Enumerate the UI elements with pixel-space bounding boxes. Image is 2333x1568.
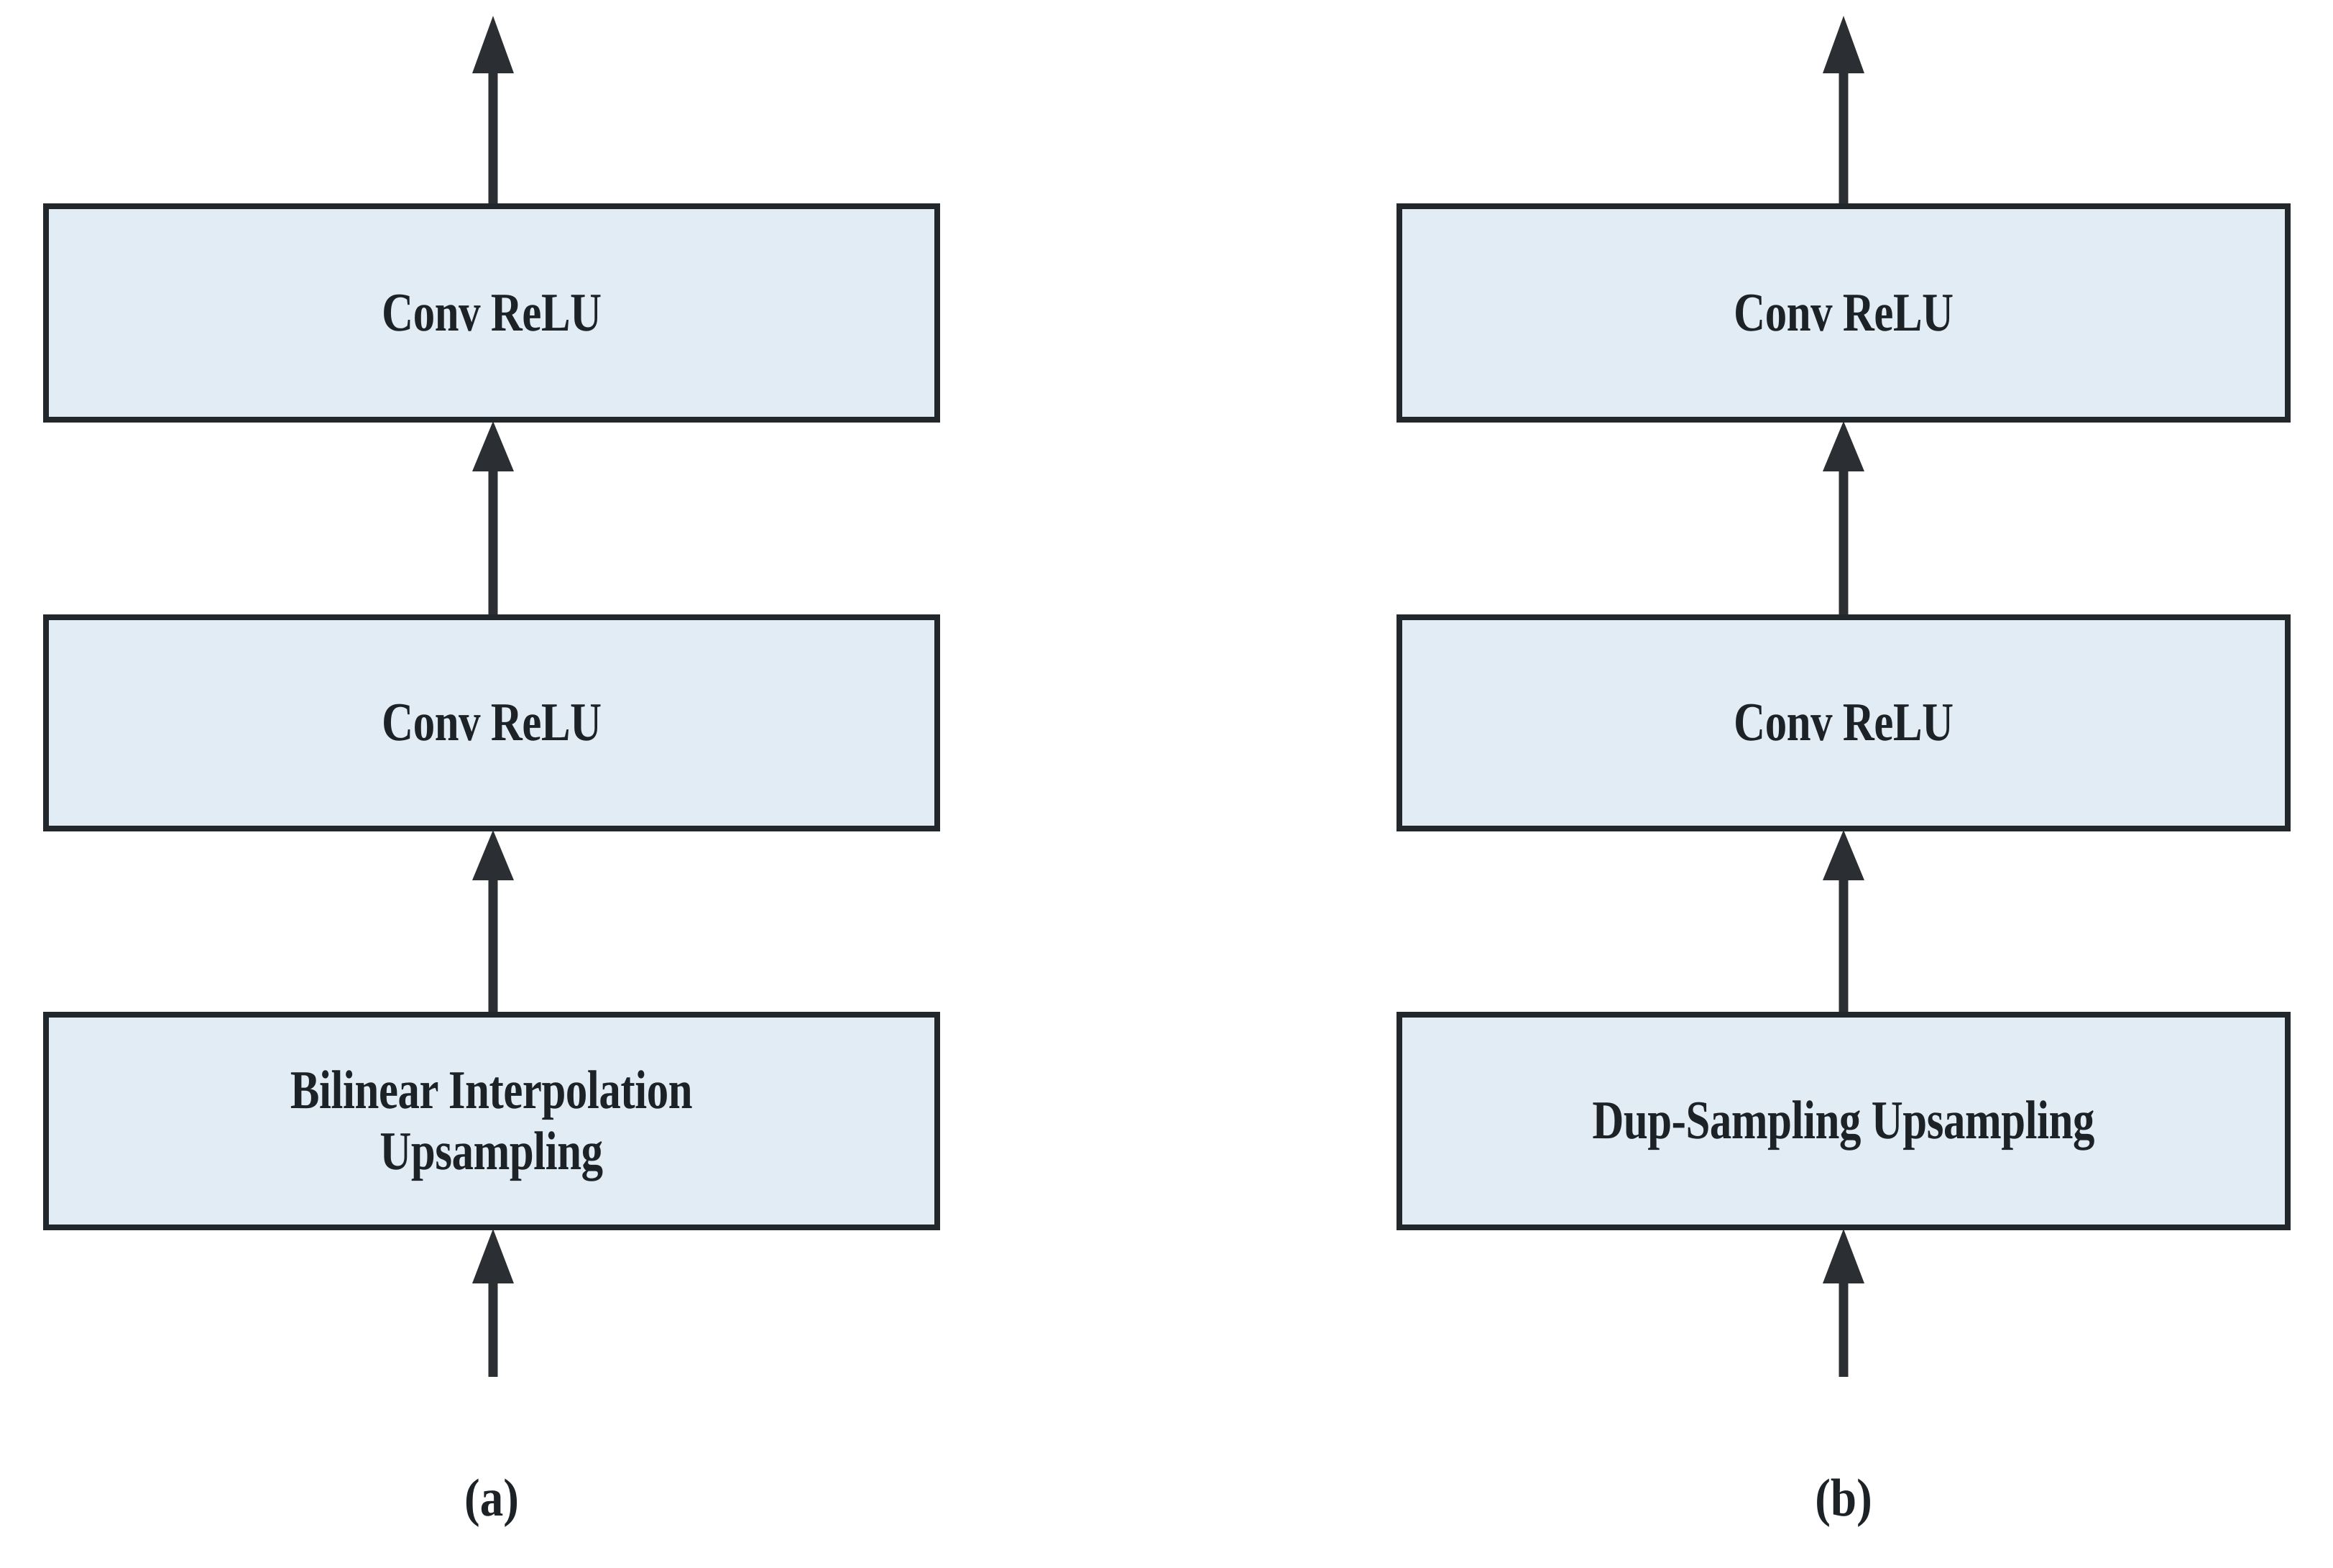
caption-b: (b) <box>1815 1469 1872 1528</box>
block-b-conv-relu-top[interactable]: Conv ReLU <box>1396 203 2291 423</box>
block-label: Conv ReLU <box>382 692 602 753</box>
panel-a: Conv ReLU Conv ReLU Bilinear Interpolati… <box>43 16 940 1528</box>
block-label: Conv ReLU <box>1734 282 1954 343</box>
arrow-b-1 <box>1823 830 1864 1015</box>
block-label: Conv ReLU <box>1734 692 1954 753</box>
arrow-a-2 <box>472 421 514 617</box>
block-label: Conv ReLU <box>382 282 602 343</box>
arrow-b-output <box>1823 16 1864 207</box>
block-label: Dup-Sampling Upsampling <box>1592 1090 2095 1151</box>
arrow-b-input <box>1823 1229 1864 1377</box>
block-label: Bilinear Interpolation Upsampling <box>290 1059 693 1181</box>
block-a-upsampling[interactable]: Bilinear Interpolation Upsampling <box>43 1012 940 1230</box>
block-b-conv-relu-mid[interactable]: Conv ReLU <box>1396 614 2291 831</box>
block-a-conv-relu-top[interactable]: Conv ReLU <box>43 203 940 423</box>
arrow-b-2 <box>1823 421 1864 617</box>
arrow-a-input <box>472 1229 514 1377</box>
block-a-conv-relu-mid[interactable]: Conv ReLU <box>43 614 940 831</box>
block-b-upsampling[interactable]: Dup-Sampling Upsampling <box>1396 1012 2291 1230</box>
arrow-a-output <box>472 16 514 207</box>
panel-b: Conv ReLU Conv ReLU Dup-Sampling Upsampl… <box>1353 0 2333 1568</box>
arrow-a-1 <box>472 830 514 1015</box>
caption-a: (a) <box>464 1469 519 1528</box>
